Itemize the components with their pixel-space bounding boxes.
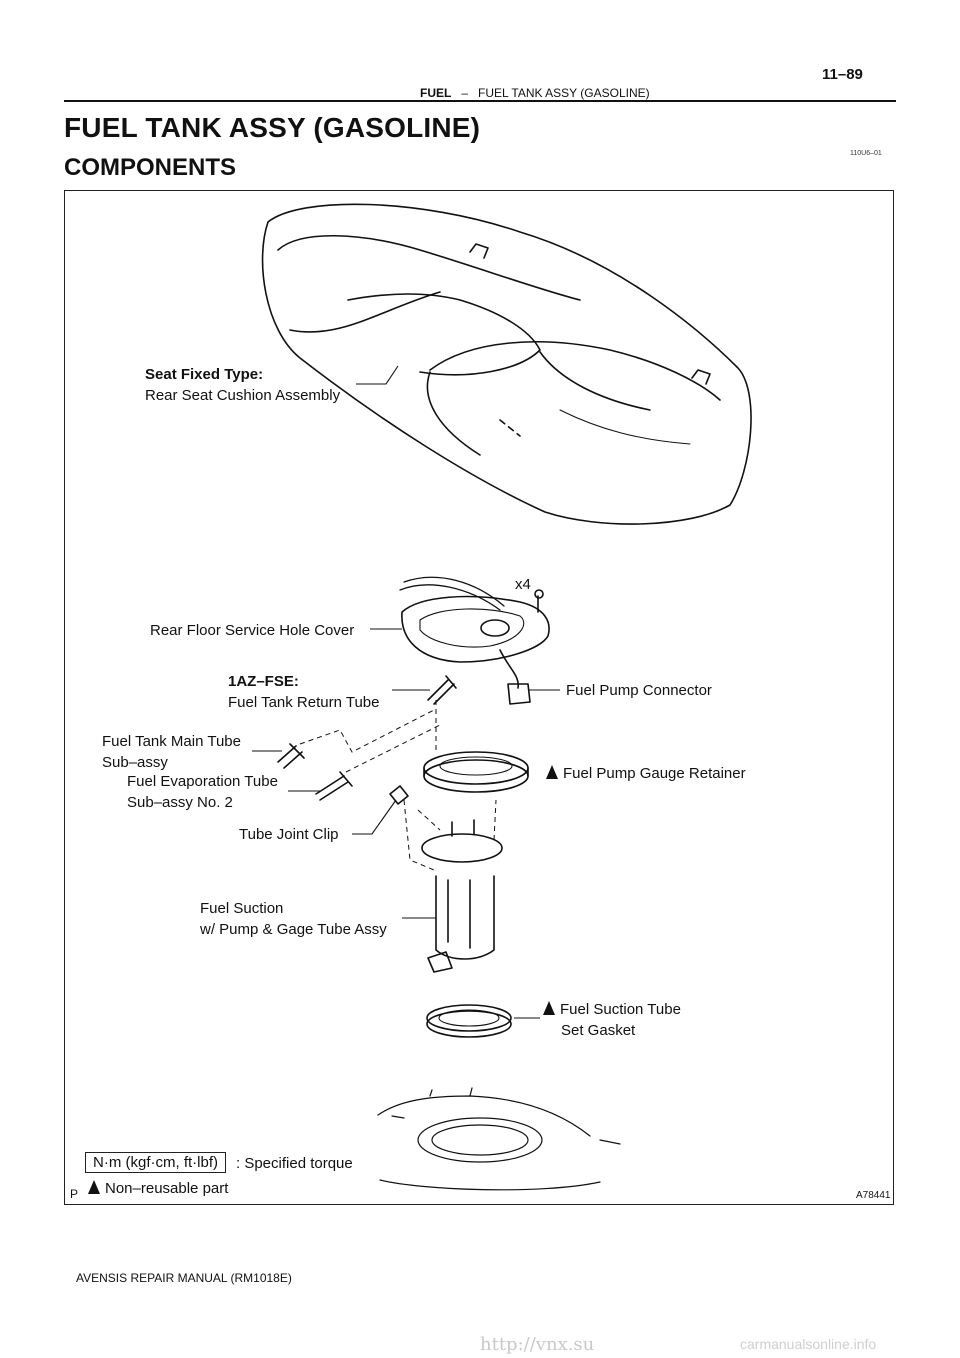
main-tube-line1: Fuel Tank Main Tube (102, 733, 241, 750)
running-header: FUEL–FUEL TANK ASSY (GASOLINE) (420, 86, 650, 100)
main-tube-label: Fuel Tank Main Tube Sub–assy (102, 731, 241, 773)
page-title: FUEL TANK ASSY (GASOLINE) (64, 112, 481, 143)
suction-line2: w/ Pump & Gage Tube Assy (200, 921, 387, 938)
gauge-retainer-drawing (423, 751, 529, 793)
gauge-retainer-text: Fuel Pump Gauge Retainer (563, 765, 746, 782)
seat-cushion-text: Rear Seat Cushion Assembly (145, 387, 341, 404)
suction-gasket-label: Fuel Suction Tube Set Gasket (543, 999, 681, 1041)
non-reusable-icon (543, 1001, 555, 1015)
non-reusable-icon (88, 1180, 100, 1194)
footer-manual-title: AVENSIS REPAIR MANUAL (RM1018E) (76, 1271, 292, 1285)
main-tube-line2: Sub–assy (102, 754, 168, 771)
suction-gasket-drawing (426, 1004, 512, 1038)
joint-clip-drawing (389, 785, 409, 805)
evap-tube-line2: Sub–assy No. 2 (127, 794, 233, 811)
joint-clip-label: Tube Joint Clip (239, 826, 339, 843)
return-tube-text: Fuel Tank Return Tube (228, 694, 380, 711)
suction-line1: Fuel Suction (200, 900, 284, 917)
evap-tube-drawing (315, 771, 353, 801)
watermark-link[interactable]: http://vnx.su (480, 1334, 595, 1355)
header-separator: – (461, 86, 469, 100)
non-reusable-legend: Non–reusable part (88, 1180, 228, 1197)
non-reusable-text: Non–reusable part (105, 1180, 229, 1197)
gasket-line2: Set Gasket (561, 1022, 636, 1039)
service-hole-cover-drawing (399, 576, 550, 705)
section-title: COMPONENTS (64, 154, 237, 181)
pump-connector-label: Fuel Pump Connector (566, 682, 712, 699)
header-rule (64, 100, 896, 102)
floor-panel-drawing (377, 1087, 621, 1191)
gasket-line1: Fuel Suction Tube (560, 1001, 681, 1018)
figure-id: A78441 (856, 1190, 891, 1201)
pump-assembly-drawing (421, 819, 503, 973)
main-tube-drawing (277, 743, 305, 769)
seat-cushion-label: Seat Fixed Type: Rear Seat Cushion Assem… (145, 364, 340, 406)
seat-cushion-drawing (261, 203, 752, 525)
seat-type-text: Seat Fixed Type: (145, 366, 264, 383)
return-tube-drawing (427, 675, 457, 705)
document-code: 110U6–01 (850, 150, 882, 157)
quantity-label: x4 (515, 576, 531, 593)
page-number: 11–89 (822, 66, 863, 83)
return-tube-label: 1AZ–FSE: Fuel Tank Return Tube (228, 671, 379, 713)
evap-tube-label: Fuel Evaporation Tube Sub–assy No. 2 (127, 771, 278, 813)
watermark-site: carmanualsonline.info (740, 1336, 877, 1352)
engine-variant-text: 1AZ–FSE: (228, 673, 299, 690)
non-reusable-icon (546, 765, 558, 779)
figure-frame (64, 190, 894, 1205)
header-section: FUEL (420, 86, 452, 100)
gauge-retainer-label: Fuel Pump Gauge Retainer (546, 763, 746, 784)
corner-mark: P (70, 1187, 79, 1201)
evap-tube-line1: Fuel Evaporation Tube (127, 773, 278, 790)
torque-unit-box: N·m (kgf·cm, ft·lbf) (85, 1152, 226, 1173)
header-subsection: FUEL TANK ASSY (GASOLINE) (478, 86, 650, 100)
service-hole-cover-label: Rear Floor Service Hole Cover (150, 622, 355, 639)
suction-assembly-label: Fuel Suction w/ Pump & Gage Tube Assy (200, 898, 387, 940)
torque-legend-text: : Specified torque (236, 1155, 353, 1172)
